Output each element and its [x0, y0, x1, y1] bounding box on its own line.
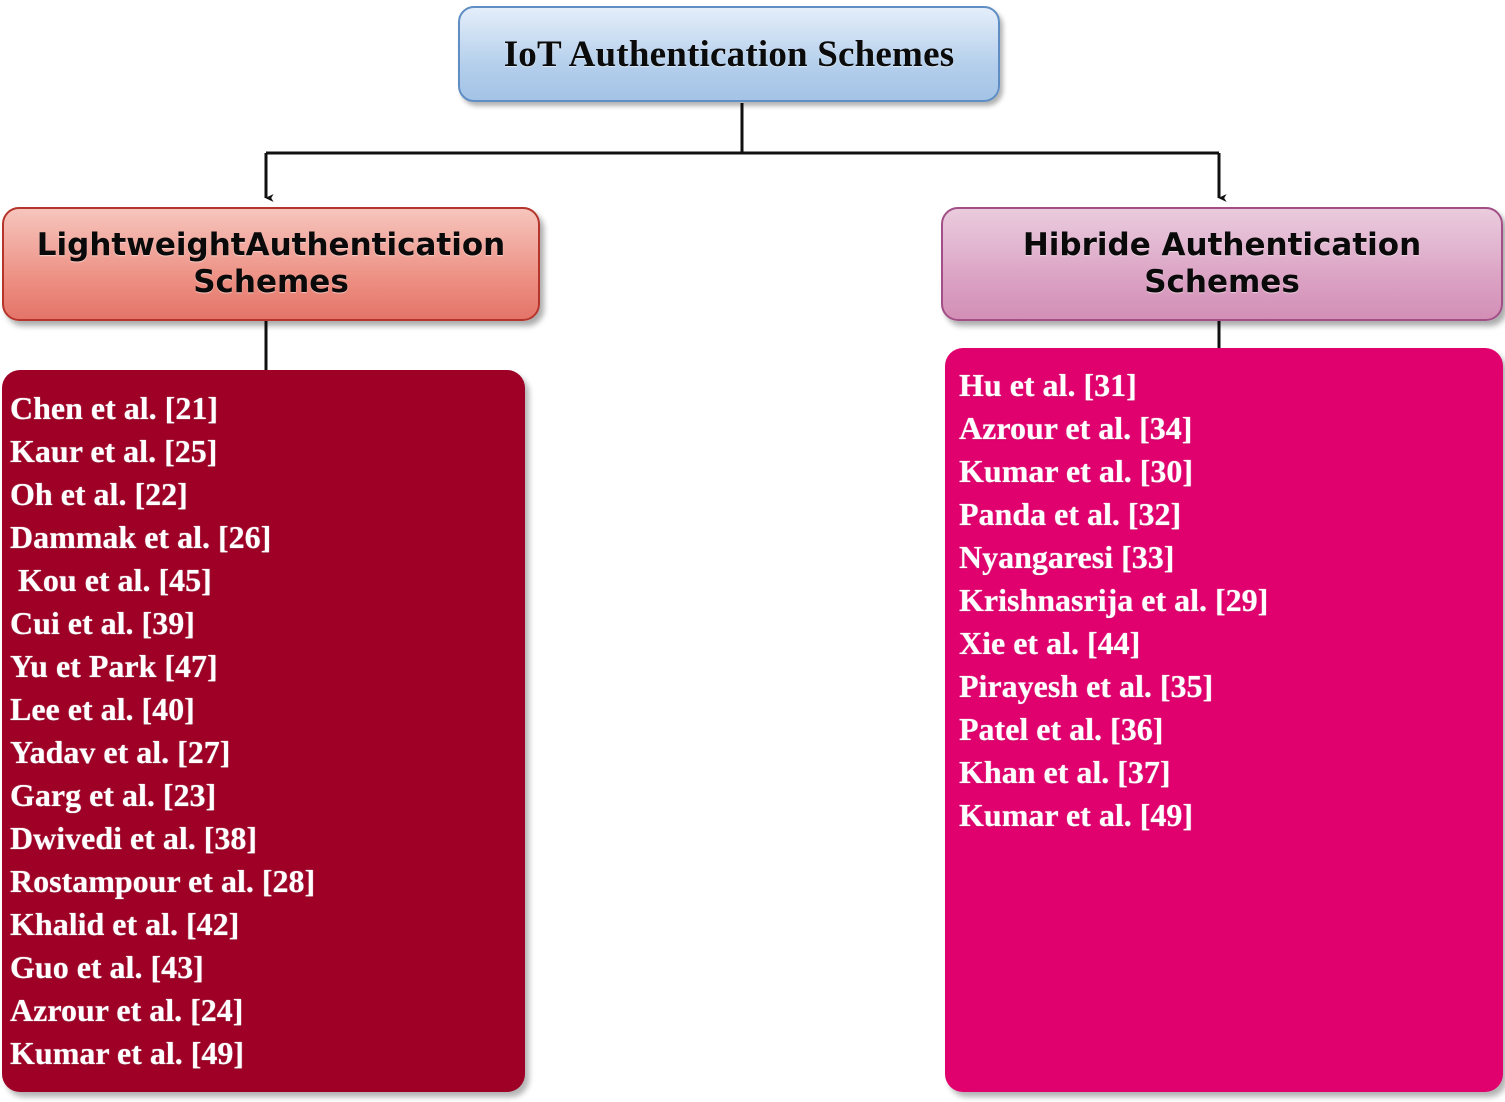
list-item: Rostampour et al. [28] [10, 863, 316, 899]
node-root-label: IoT Authentication Schemes [503, 33, 955, 75]
node-hibride-label: Hibride Authentication Schemes [1022, 227, 1422, 300]
list-item: Yadav et al. [27] [10, 734, 231, 770]
list-item: Kumar et al. [49] [10, 1035, 245, 1071]
list-hibride-schemes: Hu et al. [31] Azrour et al. [34] Kumar et… [945, 348, 1503, 1092]
node-lightweight-label: LightweightAuthentication Schemes [36, 227, 506, 300]
list-lightweight-items: Chen et al. [21] Kaur et al. [25] Oh et al… [2, 370, 525, 1075]
list-item: Azrour et al. [34] [959, 410, 1193, 446]
list-item: Khalid et al. [42] [10, 906, 240, 942]
list-item: Khan et al. [37] [959, 754, 1171, 790]
list-item: Chen et al. [21] [10, 390, 218, 426]
node-root[interactable]: IoT Authentication Schemes [458, 6, 1000, 102]
list-item: Garg et al. [23] [10, 777, 217, 813]
node-hibride-authentication-schemes[interactable]: Hibride Authentication Schemes [941, 207, 1503, 321]
list-item: Dwivedi et al. [38] [10, 820, 258, 856]
list-hibride-items: Hu et al. [31] Azrour et al. [34] Kumar et… [945, 348, 1503, 837]
list-item: Hu et al. [31] [959, 367, 1137, 403]
list-item: Lee et al. [40] [10, 691, 195, 727]
list-item: Cui et al. [39] [10, 605, 195, 641]
list-item: Yu et Park [47] [10, 648, 218, 684]
list-item: Oh et al. [22] [10, 476, 188, 512]
list-item: Azrour et al. [24] [10, 992, 244, 1028]
list-item: Kumar et al. [30] [959, 453, 1194, 489]
list-item: Krishnasrija et al. [29] [959, 582, 1269, 618]
list-item: Kaur et al. [25] [10, 433, 218, 469]
list-item: Xie et al. [44] [959, 625, 1141, 661]
list-item: Pirayesh et al. [35] [959, 668, 1214, 704]
list-item: Panda et al. [32] [959, 496, 1182, 532]
list-item: Nyangaresi [33] [959, 539, 1175, 575]
list-item: Kumar et al. [49] [959, 797, 1194, 833]
list-item: Kou et al. [45] [10, 562, 212, 598]
list-lightweight-schemes: Chen et al. [21] Kaur et al. [25] Oh et al… [2, 370, 525, 1092]
list-item: Guo et al. [43] [10, 949, 204, 985]
list-item: Patel et al. [36] [959, 711, 1164, 747]
node-lightweight-authentication-schemes[interactable]: LightweightAuthentication Schemes [2, 207, 540, 321]
list-item: Dammak et al. [26] [10, 519, 272, 555]
